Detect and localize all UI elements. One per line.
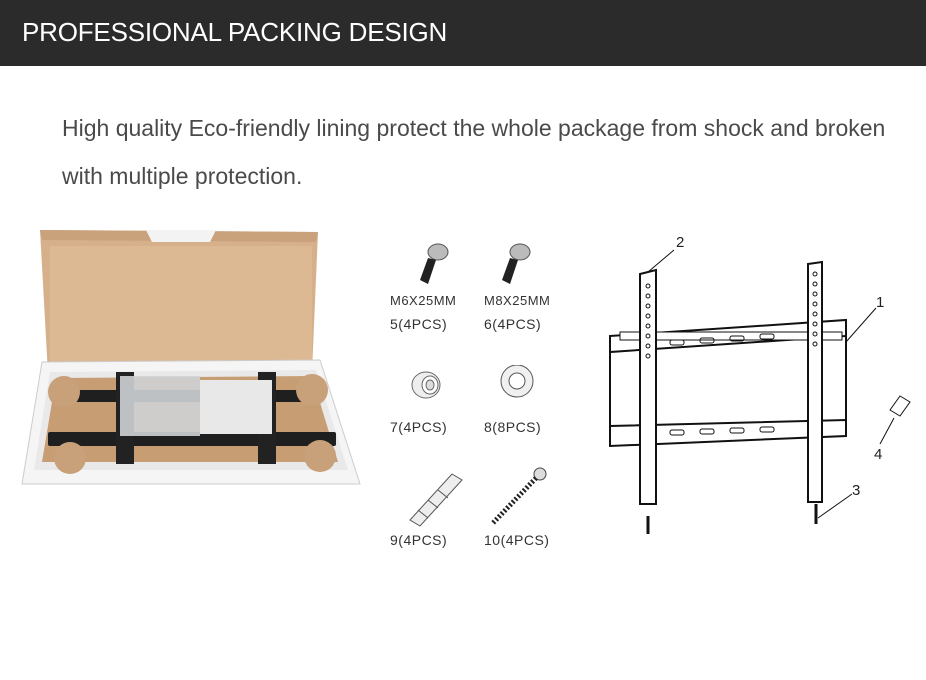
header-bar: PROFESSIONAL PACKING DESIGN	[0, 0, 926, 66]
part-qty: 8(8PCS)	[484, 419, 542, 435]
part-spacer: 7(4PCS)	[390, 365, 470, 435]
screw-icon	[420, 243, 449, 284]
part-m8-screw: M8X25MM 6(4PCS)	[484, 240, 564, 332]
part-qty: 7(4PCS)	[390, 419, 448, 435]
part-qty: 5(4PCS)	[390, 316, 448, 332]
lag-bolt-icon	[490, 467, 547, 526]
spacer-icon	[411, 371, 441, 399]
washer-icon	[500, 365, 534, 398]
part-qty: 10(4PCS)	[484, 532, 550, 548]
section-title: PROFESSIONAL PACKING DESIGN	[22, 17, 448, 47]
part-spec: M6X25MM	[390, 293, 457, 308]
description: High quality Eco-friendly lining protect…	[62, 104, 892, 200]
anchor-icon	[409, 473, 463, 527]
part-anchor: 9(4PCS)	[390, 470, 470, 548]
callout-1: 1	[876, 294, 885, 311]
callout-2: 2	[676, 234, 685, 251]
part-qty: 6(4PCS)	[484, 316, 542, 332]
part-spec: M8X25MM	[484, 293, 551, 308]
part-lag-bolt: 10(4PCS)	[484, 466, 574, 548]
part-qty: 9(4PCS)	[390, 532, 448, 548]
part-m6-screw: M6X25MM 5(4PCS)	[390, 240, 470, 332]
description-line-1: High quality Eco-friendly lining protect…	[62, 115, 886, 141]
part-washer: 8(8PCS)	[484, 365, 564, 435]
package-photo	[21, 230, 361, 485]
bracket-diagram	[609, 249, 911, 534]
description-line-2: with multiple protection.	[62, 163, 303, 189]
callout-3: 3	[852, 482, 861, 499]
screw-icon	[502, 243, 531, 284]
callout-4: 4	[874, 446, 883, 463]
